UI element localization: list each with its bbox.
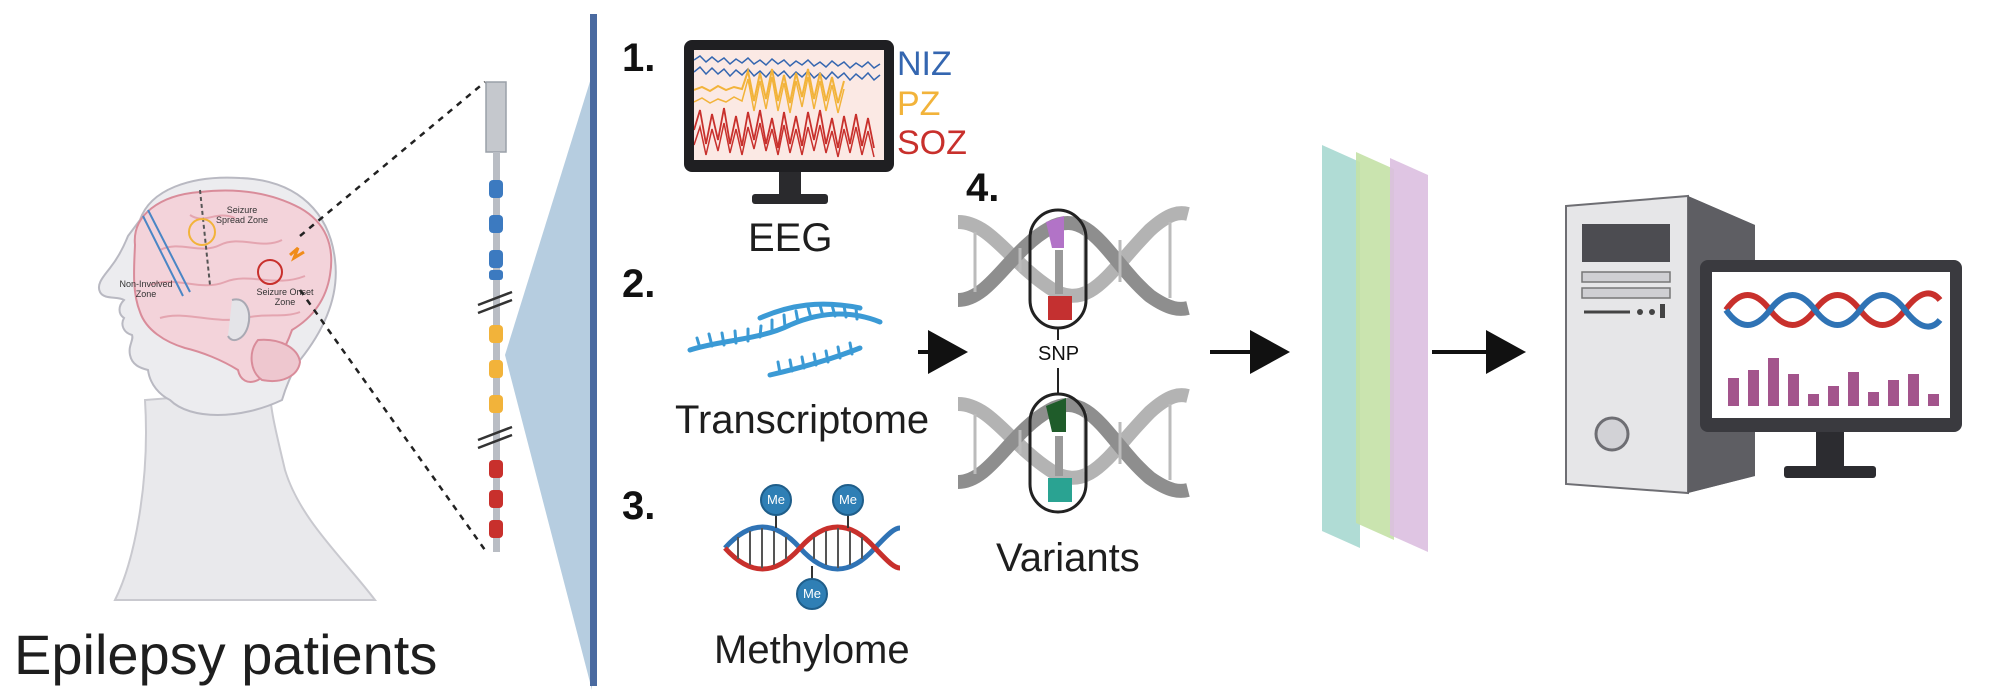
divider-line: [590, 14, 597, 686]
step-1-number: 1.: [622, 36, 656, 80]
eeg-monitor-icon: [684, 40, 894, 204]
zone-label-non-involved: Non-Involved Zone: [119, 279, 173, 299]
methylated-dna-icon: [723, 484, 901, 610]
zoom-line-top: [299, 81, 486, 237]
neural-network-layers-icon: [1322, 145, 1428, 552]
arrow-icon: [1210, 330, 1290, 374]
step-2-number: 2.: [622, 262, 656, 306]
methyl-tag-1: Me: [766, 492, 786, 507]
eeg-zone-soz: SOZ: [897, 124, 967, 162]
snp-dna-icon: [957, 206, 1190, 514]
snp-label: SNP: [1038, 343, 1080, 365]
methyl-tag-3: Me: [802, 586, 822, 601]
zone-label-onset: Seizure Onset Zone: [256, 287, 314, 307]
eeg-zone-pz: PZ: [897, 85, 941, 123]
eeg-zone-niz: NIZ: [897, 45, 952, 83]
patients-caption: Epilepsy patients: [14, 623, 438, 686]
computer-workstation-icon: [1565, 194, 1962, 495]
eeg-caption: EEG: [748, 216, 833, 260]
arrow-icon: [1432, 330, 1526, 374]
rna-strand-icon: [687, 301, 883, 378]
zoom-fan: [505, 75, 592, 690]
step-3-number: 3.: [622, 484, 656, 528]
arrow-icon: [918, 330, 968, 374]
step-4-number: 4.: [966, 166, 1000, 210]
transcriptome-caption: Transcriptome: [675, 398, 930, 442]
depth-electrode-icon: [477, 81, 513, 552]
zoom-line-bottom: [298, 289, 487, 551]
methylome-caption: Methylome: [714, 628, 910, 672]
zone-label-spread: Seizure Spread Zone: [215, 205, 269, 225]
brain-head-icon: [98, 176, 378, 601]
variants-caption: Variants: [996, 536, 1140, 580]
methyl-tag-2: Me: [838, 492, 858, 507]
